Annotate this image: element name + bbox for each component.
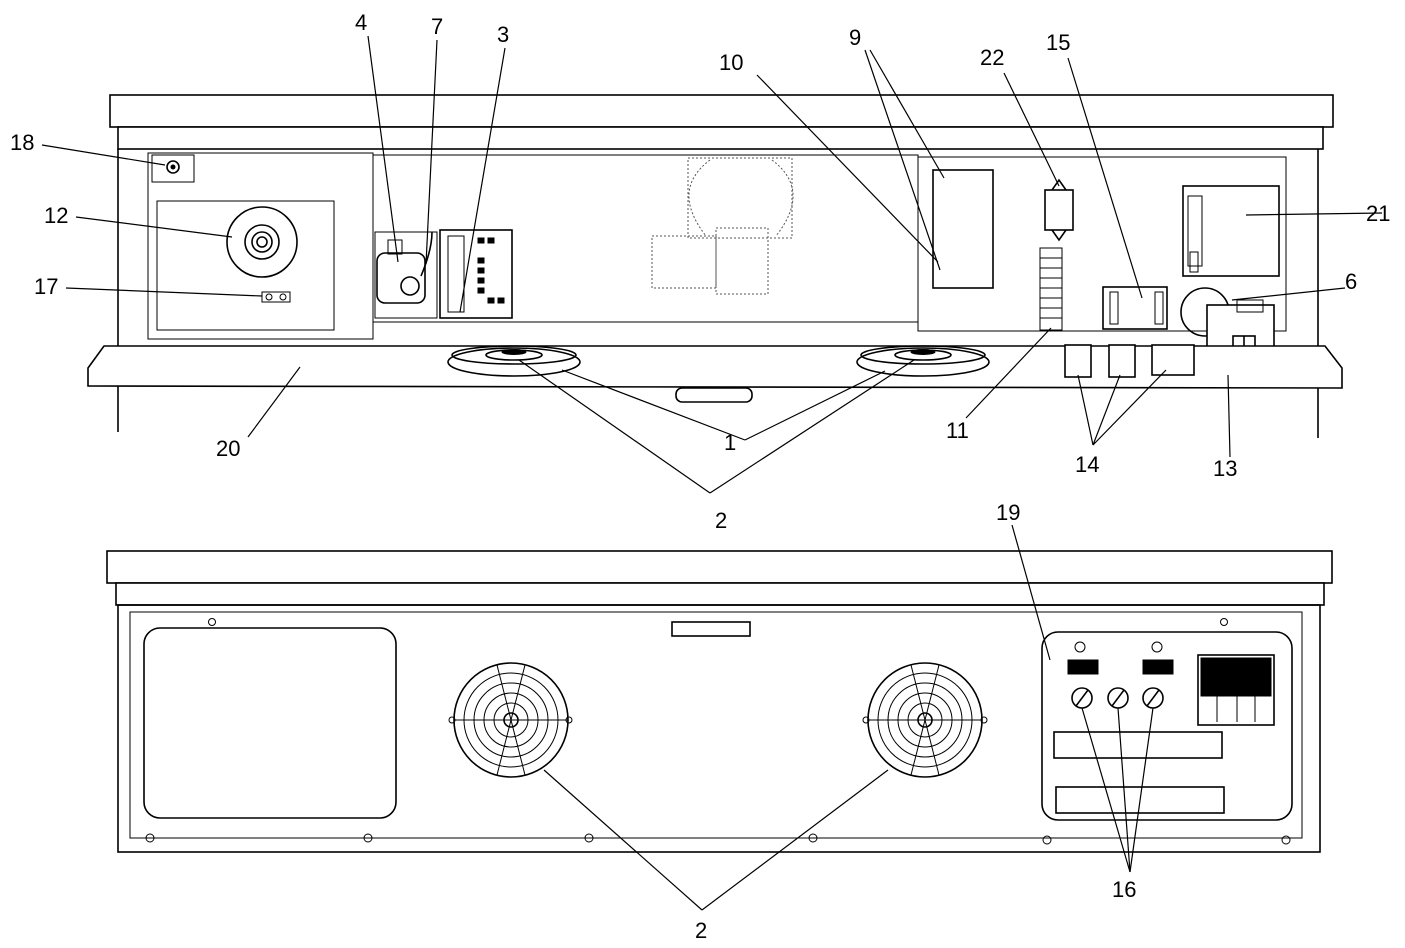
bottom-roof bbox=[106, 550, 1333, 584]
door-handle bbox=[675, 387, 753, 403]
fan-right-top bbox=[856, 345, 990, 377]
callout-20: 20 bbox=[216, 436, 240, 461]
callout-9: 9 bbox=[849, 25, 861, 50]
middle-compartment bbox=[372, 154, 919, 323]
panel-screws bbox=[145, 618, 1291, 845]
component-3 bbox=[439, 229, 513, 319]
callout-22: 22 bbox=[980, 45, 1004, 70]
callout-3: 3 bbox=[497, 22, 509, 47]
fan-grille-right bbox=[862, 662, 988, 778]
callout-14: 14 bbox=[1075, 452, 1099, 477]
callout-15: 15 bbox=[1046, 30, 1070, 55]
components-14 bbox=[1064, 344, 1195, 378]
component-4-body bbox=[376, 252, 426, 304]
bottom-view-front bbox=[106, 550, 1333, 853]
callout-4: 4 bbox=[355, 10, 367, 35]
switch-18-knob bbox=[166, 160, 180, 174]
callout-2-top: 2 bbox=[715, 508, 727, 533]
top-roof bbox=[109, 94, 1334, 128]
control-panel-19 bbox=[1041, 631, 1293, 821]
callout-17: 17 bbox=[34, 274, 58, 299]
top-roof-lip bbox=[117, 126, 1324, 150]
component-9-10-block bbox=[932, 169, 994, 289]
callout-16: 16 bbox=[1112, 877, 1136, 902]
component-22 bbox=[1044, 189, 1074, 231]
access-panel-left bbox=[143, 627, 397, 819]
switch-18-box bbox=[151, 154, 195, 183]
bottom-roof-lip bbox=[115, 582, 1325, 606]
callout-10: 10 bbox=[719, 50, 743, 75]
top-slot bbox=[671, 621, 751, 637]
component-4-plate bbox=[374, 231, 438, 319]
callout-6: 6 bbox=[1345, 269, 1357, 294]
callout-2-bottom: 2 bbox=[695, 918, 707, 943]
callout-19: 19 bbox=[996, 500, 1020, 525]
callout-11: 11 bbox=[946, 418, 969, 443]
fan-grille-left bbox=[448, 662, 573, 778]
component-15 bbox=[1102, 286, 1168, 330]
callout-labels: 18 12 17 4 7 3 9 10 22 15 21 6 11 13 14 … bbox=[10, 10, 1390, 943]
callout-18: 18 bbox=[10, 130, 34, 155]
component-3-terminals bbox=[477, 237, 505, 304]
right-compartment bbox=[917, 156, 1287, 332]
callout-7: 7 bbox=[431, 14, 443, 39]
component-21 bbox=[1182, 185, 1280, 277]
front-panel bbox=[117, 604, 1321, 853]
background-ghost-shapes bbox=[651, 157, 794, 295]
callout-12: 12 bbox=[44, 203, 68, 228]
callout-21: 21 bbox=[1366, 201, 1390, 226]
fan-left-top bbox=[447, 345, 581, 377]
top-view-open-cabinet bbox=[87, 94, 1343, 438]
terminal-strip-11 bbox=[1039, 247, 1063, 331]
callout-1: 1 bbox=[724, 430, 736, 455]
callout-13: 13 bbox=[1213, 456, 1237, 481]
panel-12-plate bbox=[156, 200, 335, 331]
leader-lines bbox=[41, 35, 1383, 911]
component-12-outer bbox=[226, 206, 298, 278]
component-17 bbox=[261, 291, 291, 303]
